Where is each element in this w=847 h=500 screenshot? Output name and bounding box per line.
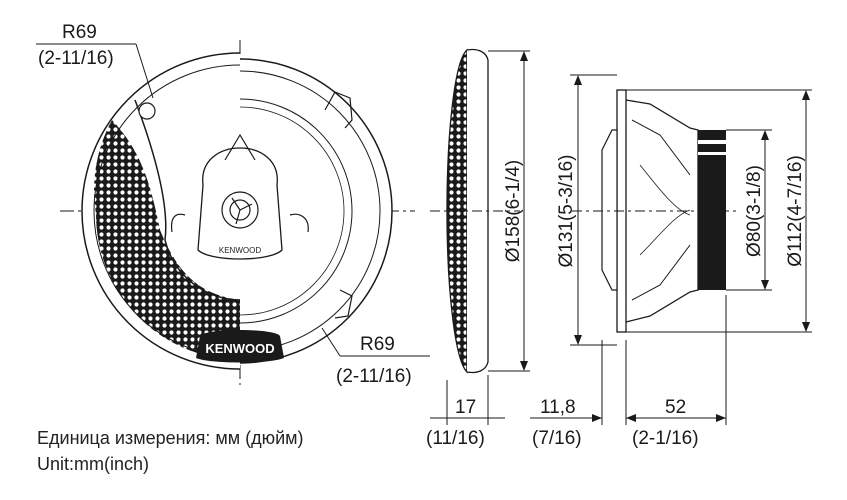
frame-diameter-label: Ø112(4-7/16): [785, 155, 806, 267]
thickness-inch: (11/16): [426, 428, 485, 449]
magnet: [698, 130, 726, 290]
tweeter-logo: KENWOOD: [219, 246, 261, 255]
side-view: Ø158(6-1/4) 17 (11/16): [426, 48, 530, 449]
logo-plate: [196, 330, 284, 363]
outer-diameter-label: Ø158(6-1/4): [503, 160, 524, 262]
mount-hole-icon: [138, 102, 156, 120]
thickness-value: 17: [455, 397, 476, 418]
front-grille-half: [81, 52, 240, 370]
radius-top-value: R69: [62, 22, 97, 43]
mount-diameter-label: Ø131(5-3/16): [556, 154, 577, 267]
profile-view: Ø131(5-3/16) Ø80(3-1/8) Ø112(4-7/16) 11,…: [530, 74, 812, 449]
tweeter-assembly: KENWOOD: [197, 133, 283, 260]
mount-depth-inch: (2-1/16): [632, 428, 699, 449]
mount-depth-value: 52: [665, 397, 686, 418]
radius-bottom-value: R69: [360, 334, 395, 355]
unit-note-en: Unit:mm(inch): [37, 454, 150, 474]
unit-note-ru: Единица измерения: мм (дюйм): [37, 428, 304, 448]
front-view: KENWOOD KENWOOD R69 (2-11/16) R69 (2-11/…: [36, 22, 430, 387]
flange-depth-inch: (7/16): [532, 428, 582, 449]
flange-depth-value: 11,8: [540, 397, 576, 418]
grille-logo: KENWOOD: [205, 341, 274, 356]
radius-top-inch: (2-11/16): [38, 48, 114, 69]
front-cone-half: [240, 58, 393, 364]
magnet-diameter-label: Ø80(3-1/8): [744, 165, 765, 257]
radius-bottom-inch: (2-11/16): [336, 366, 412, 387]
